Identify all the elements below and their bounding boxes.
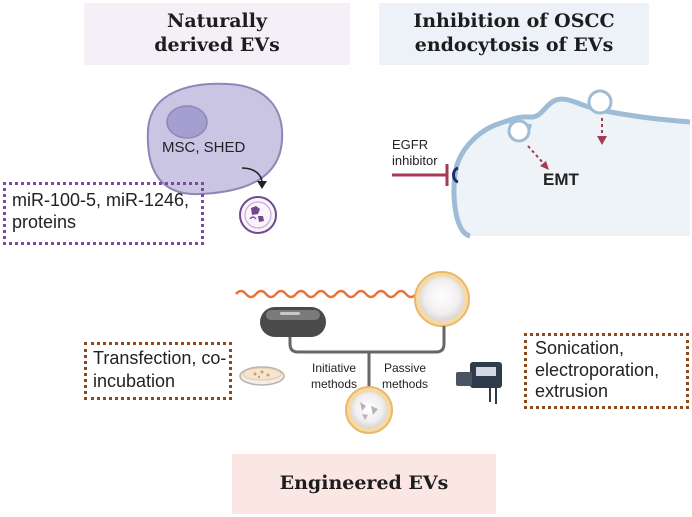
electroporator-icon: [456, 362, 502, 404]
engineered-ev-icon: [345, 386, 393, 434]
emt-label: EMT: [543, 170, 579, 189]
cell-source-label: MSC, SHED: [162, 139, 246, 156]
initiative-methods-list: Transfection, co-incubation: [93, 348, 227, 391]
initiative-methods-box: Transfection, co-incubation: [84, 342, 232, 400]
natural-evs-header: Naturally derived EVs: [84, 3, 350, 65]
inhibition-title: Inhibition of OSCC endocytosis of EVs: [413, 10, 615, 56]
ev-approaching: [587, 89, 613, 115]
cargo-label: miR-100-5, miR-1246, proteins: [12, 190, 190, 232]
carrier-capsule-icon: [260, 307, 326, 337]
passive-label: Passive methods: [381, 361, 429, 391]
ev-at-membrane: [507, 119, 531, 143]
passive-methods-list: Sonication, electroporation, extrusion: [535, 338, 660, 402]
cell-nucleus: [166, 105, 208, 139]
inhibition-header: Inhibition of OSCC endocytosis of EVs: [379, 3, 649, 65]
secreted-ev-icon: [239, 196, 277, 234]
egfr-inhibitor-label: EGFR inhibitor: [392, 137, 438, 168]
engineered-evs-footer: Engineered EVs: [232, 454, 496, 514]
msc-cell: [146, 82, 284, 196]
passive-methods-box: Sonication, electroporation, extrusion: [524, 333, 689, 409]
natural-evs-title: Naturally derived EVs: [154, 10, 280, 56]
internalization-arrow-1: [527, 145, 545, 165]
egfr-receptor: [452, 166, 459, 184]
method-connector: [288, 326, 446, 354]
petri-dish-icon: [239, 366, 285, 386]
initiative-label: Initiative methods: [310, 361, 358, 391]
target-cell-membrane: [451, 96, 691, 239]
passive-ev-icon: [414, 271, 470, 327]
cargo-box: miR-100-5, miR-1246, proteins: [3, 182, 204, 245]
engineered-evs-title: Engineered EVs: [279, 472, 449, 495]
